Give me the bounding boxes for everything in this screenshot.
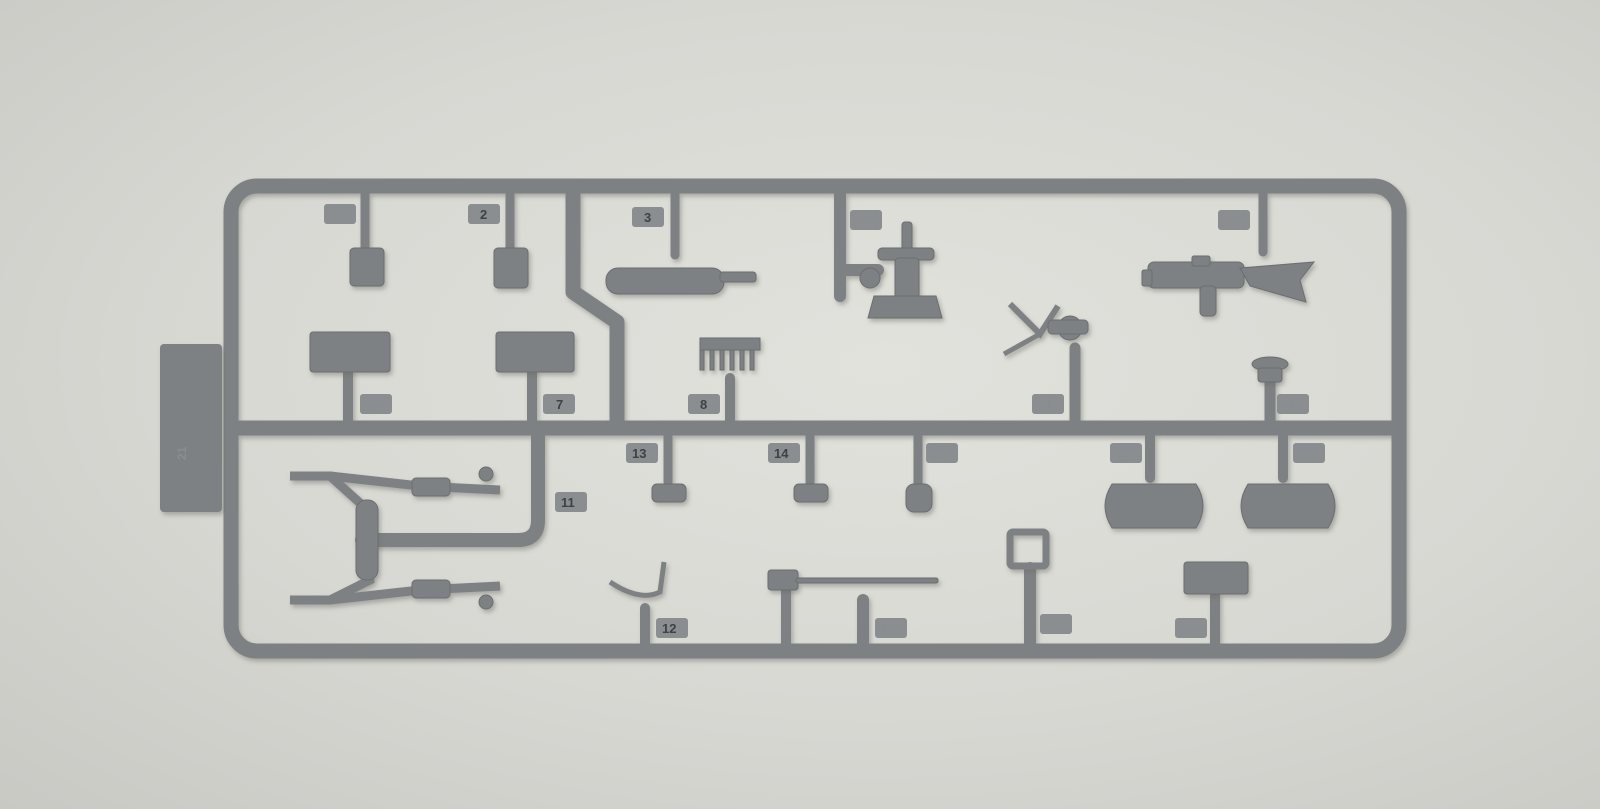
part-19	[1006, 528, 1050, 570]
part-12	[608, 561, 667, 598]
part-number-4: 10	[856, 214, 870, 228]
part-number-13: 13	[632, 446, 646, 461]
part-7	[495, 331, 575, 373]
part-number-12: 12	[662, 621, 676, 636]
part-18	[767, 569, 939, 591]
part-6	[1251, 356, 1289, 383]
sprue-frame	[223, 178, 1407, 659]
number-tags	[324, 204, 1325, 638]
part-13	[651, 483, 687, 503]
part-number-18: 18	[881, 622, 895, 636]
part-20	[1183, 561, 1249, 595]
part-number-17: 17	[1299, 447, 1313, 461]
part-17	[1240, 483, 1336, 529]
part-number-3: 3	[644, 210, 651, 225]
part-number-15: 15	[932, 447, 946, 461]
part-9	[1002, 301, 1089, 357]
part-11-knob	[478, 594, 494, 610]
part-11-body-bottom	[411, 579, 451, 599]
part-number-14: 14	[774, 446, 789, 461]
part-number-7: 7	[556, 397, 563, 412]
part-15	[905, 483, 933, 513]
part-number-16: 16	[1116, 447, 1130, 461]
part-number-20: 20	[1181, 622, 1195, 636]
part-11-cyl	[355, 499, 379, 581]
part-4	[859, 221, 943, 319]
part-11-body-top	[411, 477, 451, 497]
part-number-2: 2	[480, 207, 487, 222]
part-16	[1104, 483, 1204, 529]
sprue-runner-diagonal	[565, 184, 625, 432]
part-2	[493, 247, 529, 289]
part-number-13-top: 6	[1288, 398, 1295, 412]
part-11-knob	[478, 466, 494, 482]
part-8	[699, 337, 761, 371]
part-10	[1141, 255, 1316, 317]
part-number-11: 11	[561, 495, 575, 510]
sprue-runner-lower-left	[355, 423, 545, 547]
part-number-5: 5	[372, 398, 379, 412]
part-5	[309, 331, 391, 373]
part-1	[349, 247, 385, 287]
part-number-9: 9	[1044, 398, 1051, 412]
part-number-1: 1	[334, 208, 341, 222]
part-3	[605, 267, 757, 295]
part-number-8: 8	[700, 397, 707, 412]
sprue-tab	[160, 344, 222, 512]
part-14	[793, 483, 829, 503]
part-number-19: 19	[1046, 618, 1060, 632]
tab-label: 21	[175, 446, 189, 460]
